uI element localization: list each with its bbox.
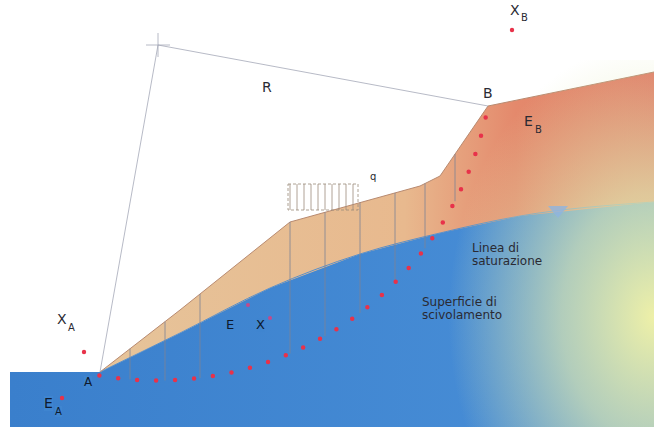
label: q bbox=[370, 171, 376, 182]
slice-line bbox=[165, 322, 166, 381]
slice-line bbox=[425, 184, 426, 249]
label: A bbox=[68, 322, 75, 333]
slice-line bbox=[395, 193, 396, 283]
distributed-load bbox=[288, 184, 358, 210]
label: X bbox=[256, 318, 265, 332]
slice-line bbox=[455, 154, 456, 201]
slice-line bbox=[290, 222, 291, 354]
slice-line bbox=[360, 203, 361, 313]
force-point bbox=[246, 303, 250, 307]
label: B bbox=[535, 124, 542, 135]
slip-surface bbox=[99, 106, 488, 381]
force-point bbox=[268, 316, 272, 320]
radius-line bbox=[158, 45, 488, 106]
label: A bbox=[84, 376, 92, 389]
centre-mark bbox=[158, 33, 159, 57]
label: Superficie di scivolamento bbox=[422, 296, 518, 322]
label: R bbox=[262, 80, 272, 95]
label: X bbox=[57, 312, 67, 327]
label: E bbox=[226, 318, 234, 332]
slice-line bbox=[200, 294, 201, 378]
label: E bbox=[524, 114, 533, 129]
label: A bbox=[55, 406, 62, 417]
slice-line bbox=[130, 349, 131, 380]
water-table-symbol bbox=[548, 206, 568, 218]
label: E bbox=[44, 396, 53, 411]
force-point bbox=[60, 396, 64, 400]
label: X bbox=[510, 3, 520, 18]
label: Linea di saturazione bbox=[472, 242, 572, 268]
label: B bbox=[521, 12, 528, 23]
label: B bbox=[483, 86, 493, 101]
force-point bbox=[82, 350, 86, 354]
radius-line bbox=[100, 45, 158, 372]
light-fade bbox=[380, 60, 654, 427]
slice-line bbox=[325, 212, 326, 336]
force-point bbox=[510, 28, 514, 32]
